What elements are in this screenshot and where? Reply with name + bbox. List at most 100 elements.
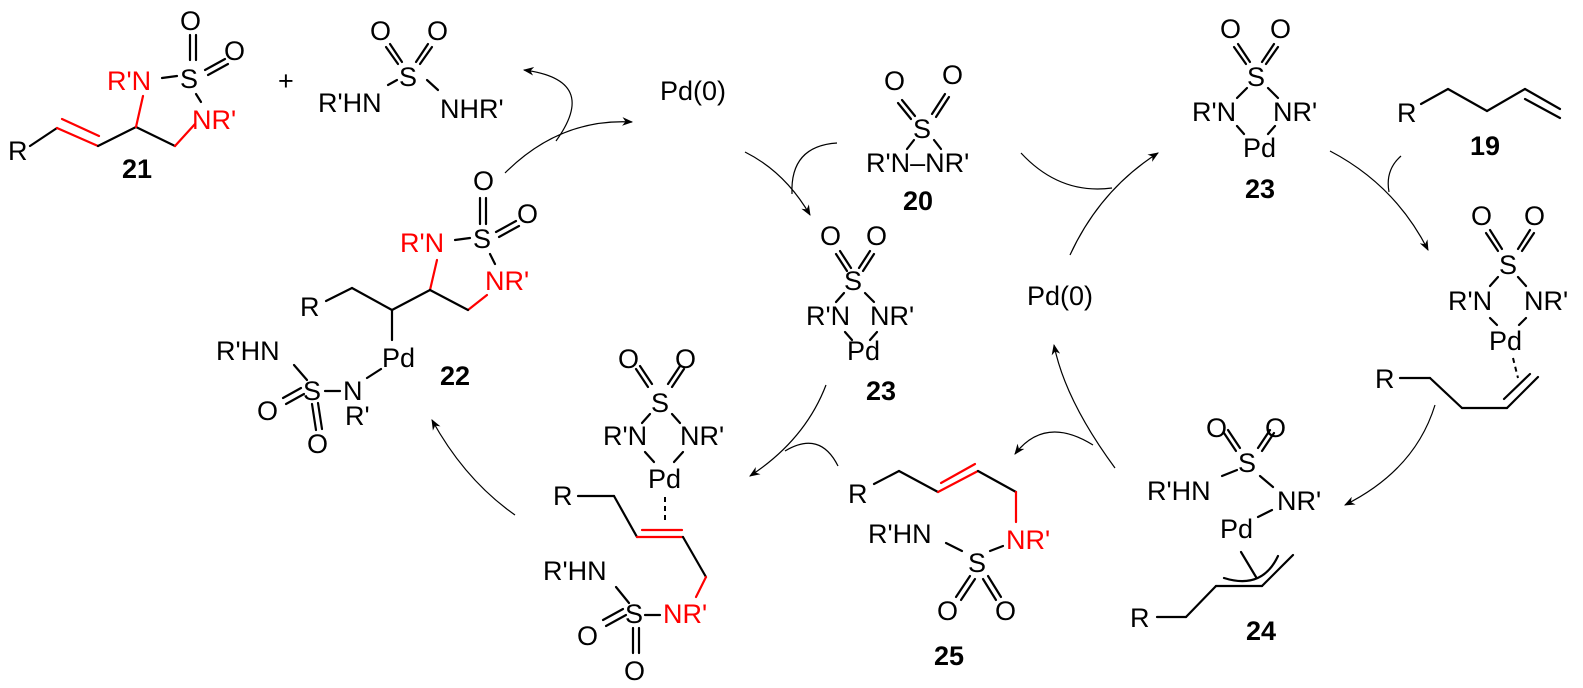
atom-nh-r-prime: NHR' bbox=[440, 94, 504, 124]
atom-o: O bbox=[942, 60, 963, 90]
arrow-release-byproduct bbox=[522, 66, 573, 142]
catalyst-pd0-middle: Pd(0) bbox=[1027, 281, 1093, 311]
atom-o: O bbox=[473, 166, 494, 196]
atom-s: S bbox=[913, 114, 931, 144]
atom-r: R bbox=[848, 479, 868, 509]
atom-r-prime-n: R'N bbox=[603, 421, 647, 451]
compound-19: R 19 bbox=[1397, 87, 1562, 161]
atom-s: S bbox=[968, 548, 986, 578]
atom-n-r-prime: NR' bbox=[663, 599, 707, 629]
catalyst-pd0-top: Pd(0) bbox=[660, 76, 726, 106]
atom-o: O bbox=[624, 656, 645, 686]
atom-o: O bbox=[995, 596, 1016, 626]
atom-n-r-prime: NR' bbox=[1273, 97, 1317, 127]
atom-pd: Pd bbox=[648, 464, 681, 494]
atom-n-r-prime: NR' bbox=[1524, 286, 1568, 316]
arrow-alkene-complex-to-23 bbox=[1344, 404, 1436, 506]
compound-24: R R'HN NR' S O O 25 bbox=[848, 462, 1050, 671]
atom-s: S bbox=[1499, 250, 1517, 280]
atom-r-prime: R' bbox=[345, 401, 370, 431]
compound-label-25: 22 bbox=[440, 361, 470, 391]
compound-label-22: 23 bbox=[1245, 174, 1275, 204]
atom-o: O bbox=[820, 221, 841, 251]
compound-label-21: 21 bbox=[122, 154, 152, 184]
atom-o: O bbox=[1524, 201, 1545, 231]
atom-r: R bbox=[1397, 98, 1417, 128]
atom-r-prime-hn: R'HN bbox=[868, 519, 932, 549]
compound-21: R R'N S O O NR' 21 bbox=[8, 6, 245, 184]
arrow-pd0-to-22-top bbox=[1069, 152, 1159, 256]
atom-o: O bbox=[937, 596, 958, 626]
atom-s: S bbox=[1238, 448, 1256, 478]
atom-o: O bbox=[370, 16, 391, 46]
atom-pd: Pd bbox=[1489, 326, 1522, 356]
atom-s: S bbox=[651, 388, 669, 418]
compound-label-23: 24 bbox=[1246, 616, 1276, 646]
atom-r-prime-n: R'N bbox=[1192, 97, 1236, 127]
atom-o: O bbox=[257, 396, 278, 426]
atom-r-prime-hn: R'HN bbox=[543, 556, 607, 586]
arrow-23-to-pd0 bbox=[1051, 343, 1116, 469]
atom-n-r-prime: NR' bbox=[485, 266, 529, 296]
atom-s: S bbox=[473, 224, 491, 254]
arrow-24-incoming bbox=[784, 442, 839, 467]
compound-22-center: O O S R'N NR' Pd 23 bbox=[806, 221, 914, 406]
atom-n: N bbox=[343, 376, 363, 406]
compound-label-19: 19 bbox=[1470, 131, 1500, 161]
arrow-pd0-to-22 bbox=[744, 151, 811, 216]
arrow-20-into-right-cycle bbox=[1020, 152, 1113, 190]
byproduct-sulfamide: O O S R'HN NHR' bbox=[318, 16, 504, 124]
atom-o: O bbox=[1471, 201, 1492, 231]
atom-r-prime-n: R'N bbox=[107, 66, 151, 96]
atom-r: R bbox=[8, 136, 28, 166]
atom-pd: Pd bbox=[382, 343, 415, 373]
atom-s: S bbox=[399, 62, 417, 92]
atom-r-prime-n: R'N bbox=[806, 301, 850, 331]
atom-o: O bbox=[1206, 413, 1227, 443]
atom-s: S bbox=[844, 266, 862, 296]
atom-o: O bbox=[180, 6, 201, 36]
atom-r: R bbox=[1375, 364, 1395, 394]
allyl-sulfamide-pd-complex: O O S R'N NR' Pd R R'HN S NR' O O bbox=[543, 344, 724, 686]
atom-o: O bbox=[307, 429, 328, 459]
atom-o: O bbox=[1270, 14, 1291, 44]
atom-s: S bbox=[625, 599, 643, 629]
atom-r-prime-hn: R'HN bbox=[318, 88, 382, 118]
atom-s: S bbox=[180, 64, 198, 94]
atom-n-r-prime: NR' bbox=[1006, 525, 1050, 555]
atom-r: R bbox=[553, 481, 573, 511]
atom-o: O bbox=[1265, 413, 1286, 443]
atom-n-r-prime: NR' bbox=[680, 421, 724, 451]
arrow-23-to-24 bbox=[1014, 431, 1094, 455]
arrow-25-to-pd0 bbox=[504, 117, 634, 174]
atom-s: S bbox=[303, 376, 321, 406]
arrow-22-to-alkene-complex bbox=[1329, 150, 1429, 251]
atom-o: O bbox=[1220, 14, 1241, 44]
atom-pd: Pd bbox=[1243, 133, 1276, 163]
compound-label-24: 25 bbox=[934, 641, 964, 671]
atom-n-r-prime: NR' bbox=[870, 301, 914, 331]
atom-o: O bbox=[577, 621, 598, 651]
compound-22-top: O O S R'N NR' Pd 23 bbox=[1192, 14, 1317, 204]
atom-s: S bbox=[1247, 62, 1265, 92]
atom-o: O bbox=[618, 344, 639, 374]
atom-r-prime-hn: R'HN bbox=[1147, 476, 1211, 506]
arrow-22-to-allyl-complex bbox=[749, 384, 827, 477]
atom-pd: Pd bbox=[1220, 514, 1253, 544]
atom-o: O bbox=[224, 36, 245, 66]
reaction-arrows bbox=[431, 66, 1436, 516]
atom-o: O bbox=[884, 66, 905, 96]
atom-r-prime-n: R'N bbox=[400, 228, 444, 258]
atom-n-r-prime: NR' bbox=[192, 105, 236, 135]
atom-r: R bbox=[1130, 603, 1150, 633]
compound-20: O O S R'N–NR' 20 bbox=[866, 60, 969, 216]
atom-r-prime-hn: R'HN bbox=[216, 336, 280, 366]
compound-23: O O S R'HN NR' Pd R 24 bbox=[1130, 413, 1321, 646]
atom-n-n: R'N–NR' bbox=[866, 148, 969, 178]
atom-pd: Pd bbox=[847, 336, 880, 366]
atom-r: R bbox=[300, 292, 320, 322]
atom-r-prime-n: R'N bbox=[1448, 286, 1492, 316]
compound-label-22: 23 bbox=[866, 376, 896, 406]
arrow-allyl-complex-to-25 bbox=[431, 419, 516, 516]
